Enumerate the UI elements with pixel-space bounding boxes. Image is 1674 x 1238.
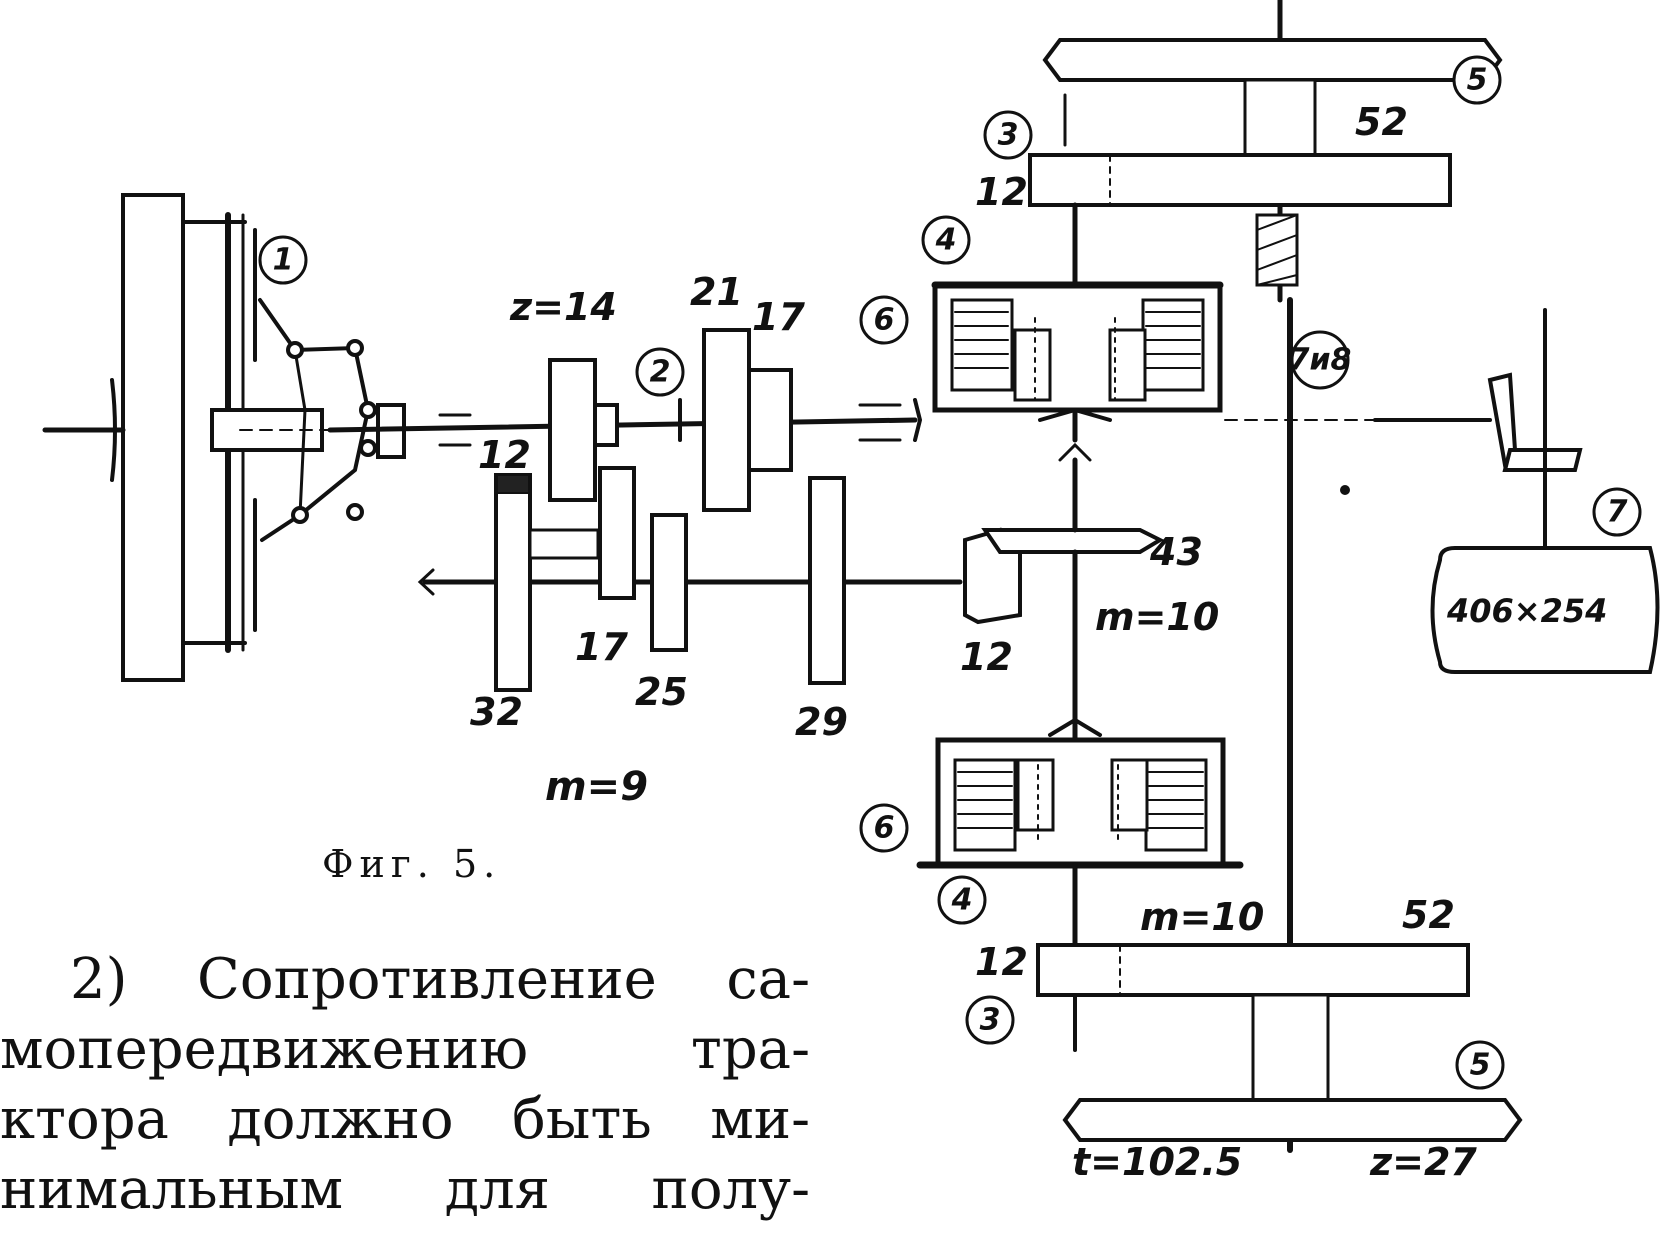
label-gear-17-top: 17 <box>752 295 805 339</box>
counter-shaft <box>417 466 963 692</box>
callout-3-bottom: 3 <box>980 1003 1001 1038</box>
callout-7-and-8: 7и8 <box>1289 343 1352 378</box>
engine-flywheel <box>42 193 406 682</box>
label-m9: m=9 <box>545 764 648 810</box>
label-gear-25: 25 <box>635 670 688 714</box>
label-gear-17-low: 17 <box>575 625 628 669</box>
label-m10-low: m=10 <box>1140 895 1264 939</box>
label-gear-12-low: 12 <box>975 940 1028 984</box>
text-line: 2) Сопротивление са- <box>70 947 810 1012</box>
callout-1: 1 <box>273 243 294 278</box>
label-gear-52-top: 52 <box>1355 100 1408 144</box>
upper-steering-clutch <box>931 281 1224 443</box>
callout-7: 7 <box>1607 495 1628 530</box>
label-pulley-size: 406×254 <box>1446 592 1607 630</box>
label-gear-29: 29 <box>795 700 848 744</box>
final-drive-bottom <box>1036 297 1523 1153</box>
callout-6-top: 6 <box>874 303 895 338</box>
label-gear-12-top: 12 <box>975 170 1028 214</box>
callout-2: 2 <box>650 355 671 390</box>
label-gear-32: 32 <box>470 690 523 734</box>
callout-4-top: 4 <box>935 223 957 258</box>
callout-6-bottom: 6 <box>874 811 895 846</box>
text-line: мопередвижению тра- <box>0 1017 810 1082</box>
label-gear-12-shaft: 12 <box>478 433 531 477</box>
callout-5-bottom: 5 <box>1470 1048 1491 1083</box>
callout-circles <box>258 55 1642 1090</box>
upper-gear-shaft <box>327 328 923 512</box>
label-z27: z=27 <box>1369 1140 1477 1184</box>
label-m10-mid: m=10 <box>1095 595 1219 639</box>
text-line: нимальным для полу- <box>0 1157 810 1222</box>
belt-pulley-drive <box>1224 308 1660 674</box>
body-paragraph: 2) Сопротивление са- мопередвижению тра-… <box>0 945 810 1225</box>
lower-steering-clutch <box>916 717 1244 953</box>
callout-5-top: 5 <box>1467 63 1488 98</box>
figure-caption: Фиг. 5. <box>322 842 502 886</box>
final-drive-top <box>1028 0 1503 303</box>
label-gear-21: 21 <box>690 270 743 314</box>
callout-3-top: 3 <box>998 118 1019 153</box>
label-track-pitch: t=102.5 <box>1072 1140 1242 1184</box>
label-z14: z=14 <box>509 285 617 329</box>
callout-4-bottom: 4 <box>951 883 973 918</box>
label-gear-52-low: 52 <box>1402 893 1455 937</box>
label-gear-43: 43 <box>1149 530 1203 574</box>
label-bevel-12: 12 <box>960 635 1013 679</box>
bevel-drive <box>963 442 1165 743</box>
text-line: ктора должно быть ми- <box>0 1087 810 1152</box>
